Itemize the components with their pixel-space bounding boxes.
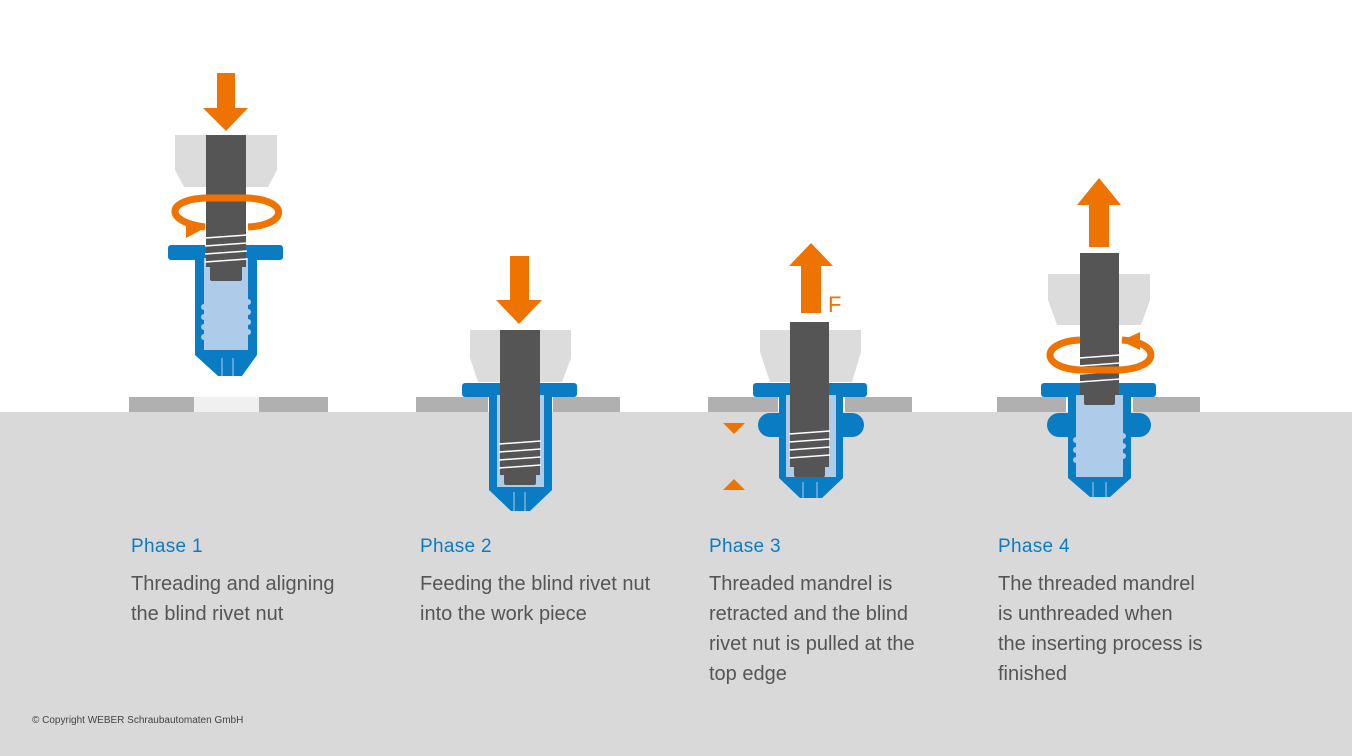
mandrel-icon — [1078, 253, 1121, 405]
phase-description: The threaded mandrel is unthreaded when th… — [998, 569, 1258, 689]
phase-title: Phase 3 — [709, 536, 781, 557]
mandrel-icon — [204, 135, 248, 281]
description-line: The threaded mandrel — [998, 573, 1195, 595]
description-line: into the work piece — [420, 603, 587, 625]
arrow-up-icon — [789, 243, 833, 313]
description-line: the inserting process is — [998, 633, 1203, 655]
phase-title: Phase 4 — [998, 536, 1070, 557]
phase-2-caption: Phase 2 Feeding the blind rivet nut into … — [420, 535, 680, 629]
phase-title: Phase 2 — [420, 536, 492, 557]
phase-description: Threading and aligning the blind rivet nu… — [131, 569, 391, 629]
phase-1-caption: Phase 1 Threading and aligning the blind … — [131, 535, 391, 629]
description-line: Threaded mandrel is — [709, 573, 893, 595]
description-line: retracted and the blind — [709, 603, 909, 625]
description-line: Feeding the blind rivet nut — [420, 573, 651, 595]
phase-3-diagram: F — [708, 243, 912, 498]
arrow-down-icon — [203, 73, 248, 131]
rivet-nut-icon — [1041, 383, 1156, 497]
arrow-up-icon — [1077, 178, 1121, 247]
plate-icon — [845, 397, 912, 412]
phase-3-caption: Phase 3 Threaded mandrel is retracted and… — [709, 535, 969, 689]
compression-marker-up-icon — [723, 479, 745, 490]
description-line: finished — [998, 663, 1067, 685]
plate-icon — [416, 397, 488, 412]
description-line: Threading and aligning — [131, 573, 335, 595]
compression-marker-down-icon — [723, 423, 745, 434]
force-label: F — [828, 292, 841, 317]
description-line: top edge — [709, 663, 787, 685]
plate-icon — [997, 397, 1066, 412]
plate-icon — [553, 397, 620, 412]
mandrel-icon — [498, 330, 542, 485]
phase-description: Threaded mandrel is retracted and the bli… — [709, 569, 969, 689]
rotation-arrow-icon — [1046, 332, 1155, 374]
description-line: is unthreaded when — [998, 603, 1173, 625]
plate-icon — [1133, 397, 1200, 412]
rotation-arrow-icon — [171, 194, 282, 238]
phase-1-diagram — [129, 73, 328, 412]
phase-2-diagram — [416, 256, 620, 511]
description-line: rivet nut is pulled at the — [709, 633, 915, 655]
phase-description: Feeding the blind rivet nut into the work… — [420, 569, 680, 629]
phase-title: Phase 1 — [131, 536, 203, 557]
plate-icon — [708, 397, 778, 412]
mandrel-icon — [788, 322, 831, 477]
phase-4-caption: Phase 4 The threaded mandrel is unthreade… — [998, 535, 1258, 689]
plate-icon — [129, 397, 328, 412]
description-line: the blind rivet nut — [131, 603, 284, 625]
phase-4-diagram — [997, 178, 1200, 497]
arrow-down-icon — [496, 256, 542, 324]
copyright-notice: © Copyright WEBER Schraubautomaten GmbH — [32, 715, 244, 726]
